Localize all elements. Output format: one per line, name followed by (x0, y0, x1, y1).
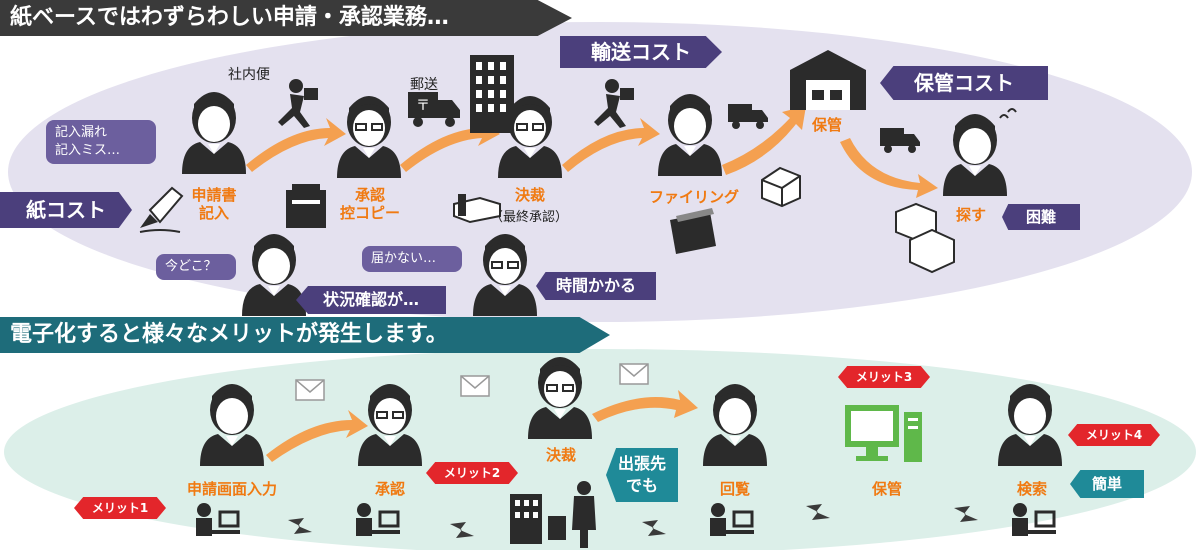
takes-time-tag: 時間かかる (536, 272, 656, 300)
away-line2: でも (625, 476, 658, 495)
transport-cost-tag: 輸送コスト (560, 36, 722, 68)
away-line1: 出張先 (617, 454, 666, 473)
header-top: 紙ベースではわずらわしい申請・承認業務… (0, 0, 572, 36)
bottom-step-decision-label: 決裁 (545, 446, 576, 464)
bottom-step-storage-label: 保管 (871, 480, 902, 498)
warehouse-icon (790, 50, 866, 110)
person-approver (337, 96, 401, 178)
merit2-badge: メリット2 (426, 462, 518, 484)
bubble-entry-errors: 記入漏れ 記入ミス… (46, 120, 156, 164)
file-folder-icon (670, 208, 716, 254)
truck-icon-1 (728, 104, 768, 129)
bottom-step-input-label: 申請画面入力 (186, 480, 277, 498)
runner-transport-icon (594, 79, 634, 128)
business-trip-icon (510, 481, 596, 548)
envelope-icon-1 (295, 379, 325, 401)
step-apply-line2: 記入 (198, 204, 229, 222)
bubble-where: 今どこ？ (156, 254, 236, 280)
step-approve-label: 承認 控コピー (330, 186, 410, 222)
postal-label: 郵送 (410, 77, 438, 93)
envelope-icon-2 (460, 375, 490, 397)
desk-worker-icon-3 (708, 501, 756, 538)
paper-cost-tag: 紙コスト (0, 192, 132, 228)
connection-bolt-icon-5 (954, 506, 978, 522)
connection-bolt-icon-2 (450, 522, 474, 538)
connection-bolt-icon-3 (642, 520, 666, 536)
person-bottom-searcher (998, 384, 1062, 466)
status-check-tag: 状況確認が… (296, 286, 446, 314)
copier-icon (286, 184, 326, 228)
bubble-not-arrived: 届かない… (362, 246, 462, 272)
merit3-badge: メリット3 (838, 366, 930, 388)
connection-bolt-icon-4 (806, 504, 830, 520)
svg-text:〒: 〒 (416, 98, 430, 114)
step-decision-label: 決裁 (500, 186, 560, 204)
office-building-icon (470, 55, 514, 133)
computer-monitor-icon (845, 405, 922, 462)
step-decision-note: （最終承認） (490, 210, 569, 225)
step-apply-label: 申請書 記入 (184, 186, 244, 222)
merit4-badge: メリット4 (1068, 424, 1160, 446)
person-bottom-approver (358, 384, 422, 466)
internal-mail-label: 社内便 (228, 67, 270, 83)
person-searcher (943, 114, 1007, 196)
step-approve-line2: 控コピー (339, 204, 400, 222)
step-filing-label: ファイリング (648, 188, 739, 206)
person-bottom-applicant (200, 384, 264, 466)
step-storage-label: 保管 (811, 116, 842, 134)
header-bottom: 電子化すると様々なメリットが発生します。 (0, 317, 610, 353)
bottom-step-approve-label: 承認 (374, 480, 405, 498)
step-search-label: 探す (955, 206, 986, 224)
envelope-icon-3 (619, 363, 649, 385)
desk-worker-icon-1 (194, 501, 242, 538)
person-waiting (473, 234, 537, 316)
runner-internal-mail-icon (278, 79, 318, 128)
person-bottom-viewer (703, 384, 767, 466)
postal-truck-icon: 〒 (408, 92, 460, 127)
writing-hand-icon (139, 186, 184, 233)
bottom-step-view-label: 回覧 (719, 480, 750, 498)
flow-arrows-bottom (266, 390, 698, 462)
merit1-badge: メリット1 (74, 497, 166, 519)
box-pile-icon (895, 202, 955, 274)
desk-worker-icon-2 (354, 501, 402, 538)
storage-cost-tag: 保管コスト (880, 66, 1048, 100)
bubble-entry-errors-line1: 記入漏れ (55, 125, 108, 140)
step-approve-line1: 承認 (354, 186, 385, 204)
away-from-office-box: 出張先 でも (606, 448, 678, 502)
cardboard-box-icon (761, 166, 801, 208)
connection-bolt-icon-1 (288, 518, 312, 534)
easy-box: 簡単 (1070, 470, 1144, 498)
person-bottom-decider (528, 357, 592, 439)
bubble-entry-errors-line2: 記入ミス… (55, 143, 121, 158)
hand-stamp-icon (453, 194, 501, 224)
frustration-icon (999, 108, 1017, 119)
step-apply-line1: 申請書 (191, 186, 237, 204)
step-decision-text: 決裁 (514, 186, 545, 204)
truck-icon-2 (880, 128, 920, 153)
difficult-tag: 困難 (1002, 204, 1080, 230)
desk-worker-icon-4 (1010, 501, 1058, 538)
person-applicant (182, 92, 246, 174)
person-status (242, 234, 306, 316)
person-filer (658, 94, 722, 176)
bottom-step-search-label: 検索 (1016, 480, 1047, 498)
